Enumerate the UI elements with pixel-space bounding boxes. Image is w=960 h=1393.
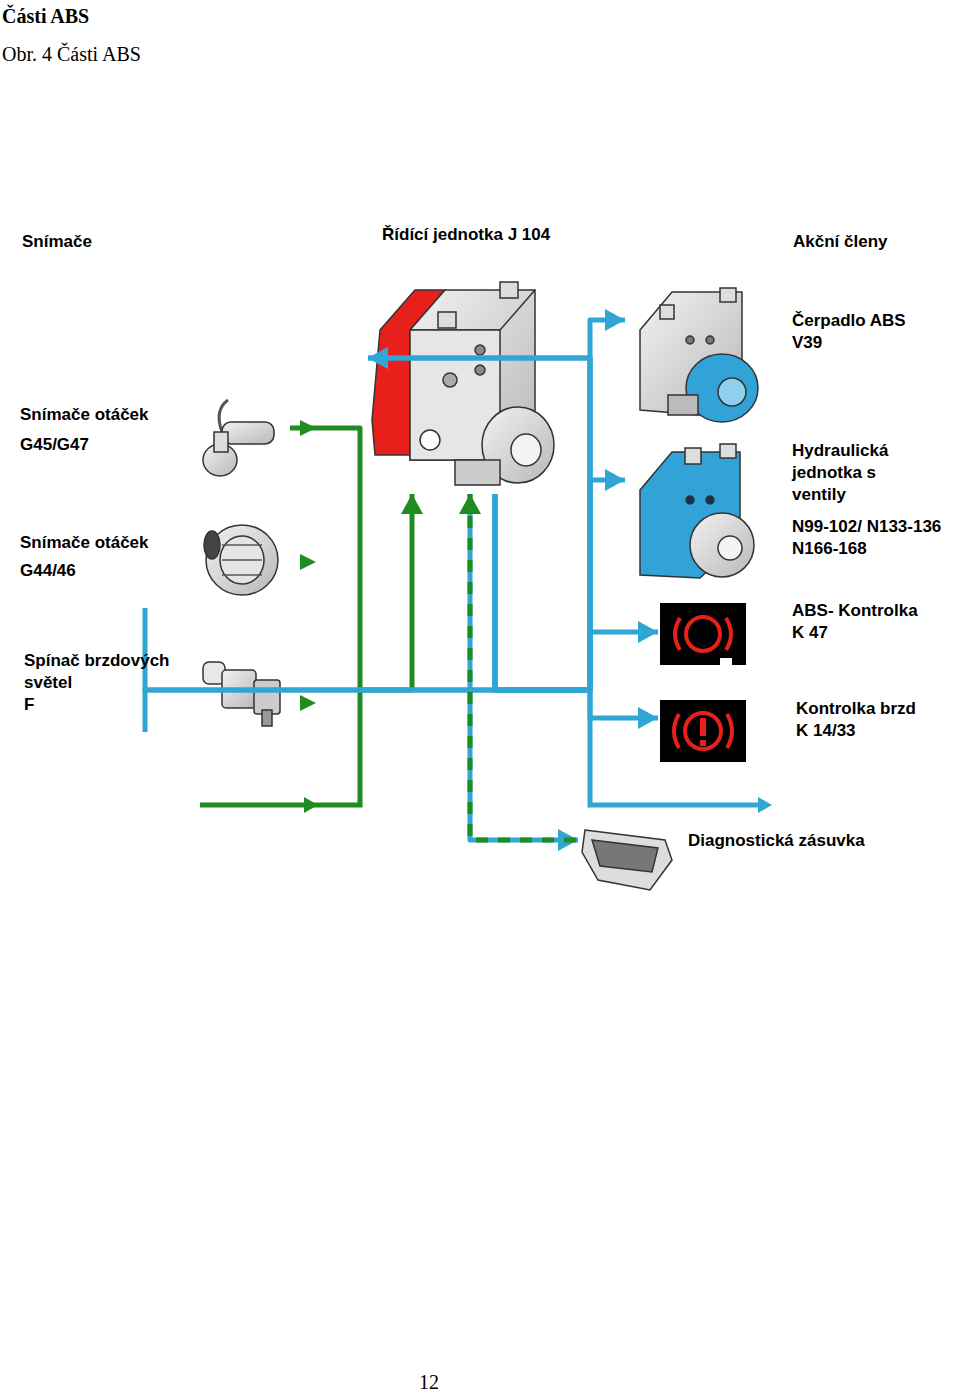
- warning-lamp-item: Kontrolka brzdK 14/33: [658, 698, 950, 766]
- connector-line: [145, 358, 590, 690]
- connector-line: [145, 358, 590, 732]
- page-number: 12: [419, 1370, 439, 1393]
- group-heading: Akční členy: [793, 231, 888, 253]
- connector-line: [495, 480, 625, 690]
- group-heading: Snímače: [22, 231, 92, 253]
- part-name: Diagnostická zásuvka: [688, 830, 888, 852]
- arrowheads: [300, 420, 316, 711]
- signal-arrow: [145, 358, 590, 690]
- connector-line: [470, 494, 578, 840]
- diagnostic-connector: [582, 830, 672, 890]
- connector-line: [290, 428, 412, 690]
- hydraulic-unit: [640, 444, 754, 578]
- part-code: K 14/33: [796, 720, 936, 742]
- part-code: G44/46: [20, 560, 195, 582]
- signal-arrow: [145, 358, 590, 732]
- signal-arrow: [290, 428, 412, 690]
- warning-lamp-item: ABS- Kontrolka K 47: [658, 600, 950, 670]
- signal-arrow: [495, 494, 658, 690]
- part-code: G45/G47: [20, 434, 195, 456]
- arrowhead: [758, 797, 772, 813]
- connector-line: [495, 494, 658, 718]
- speed-sensor-item: Snímače otáčekG44/46: [18, 532, 290, 608]
- control-unit: [372, 282, 554, 485]
- part-name: Spínač brzdových světel: [24, 650, 184, 694]
- part-name: Řídící jednotka J 104: [382, 224, 567, 246]
- speed-sensor: [203, 400, 274, 476]
- signal-arrow: [470, 494, 578, 840]
- part-code: N99-102/ N133-136 N166-168: [792, 516, 960, 560]
- page-title: Části ABS: [2, 4, 89, 28]
- part-name: ABS- Kontrolka K 47: [792, 600, 932, 644]
- brake-switch-item: Spínač brzdových světelF: [18, 650, 290, 732]
- part-name: Hydraulická jednotka s ventily: [792, 440, 904, 506]
- signal-arrow: [495, 480, 625, 690]
- part-name: Snímače otáček: [20, 404, 195, 426]
- part-code: V39: [792, 332, 942, 354]
- part-name: Kontrolka brzd: [796, 698, 936, 720]
- diagnostic-item: Diagnostická zásuvka: [578, 818, 898, 898]
- control-unit-item: Řídící jednotka J 104: [368, 222, 563, 494]
- brake-warning-lamp: [660, 700, 746, 762]
- connector-line: [495, 494, 658, 690]
- input-line: [200, 690, 360, 805]
- brake-light-switch: [203, 662, 280, 726]
- part-code: F: [24, 694, 184, 716]
- speed-sensor: [204, 525, 278, 595]
- abs-pump: [640, 288, 758, 422]
- actuator-item: Čerpadlo ABSV39: [625, 280, 950, 418]
- speed-sensor-item: Snímače otáčekG45/G47: [18, 404, 290, 488]
- abs-warning-lamp: [660, 603, 746, 665]
- dash-overlay: [470, 494, 578, 840]
- arrowhead: [304, 797, 318, 813]
- part-name: Čerpadlo ABS: [792, 310, 942, 332]
- part-name: Snímače otáček: [20, 532, 195, 554]
- figure-caption: Obr. 4 Části ABS: [2, 42, 141, 66]
- output-line: [590, 690, 760, 805]
- signal-arrow: [495, 494, 658, 718]
- actuator-item: Hydraulická jednotka s ventilyN99-102/ N…: [625, 436, 955, 582]
